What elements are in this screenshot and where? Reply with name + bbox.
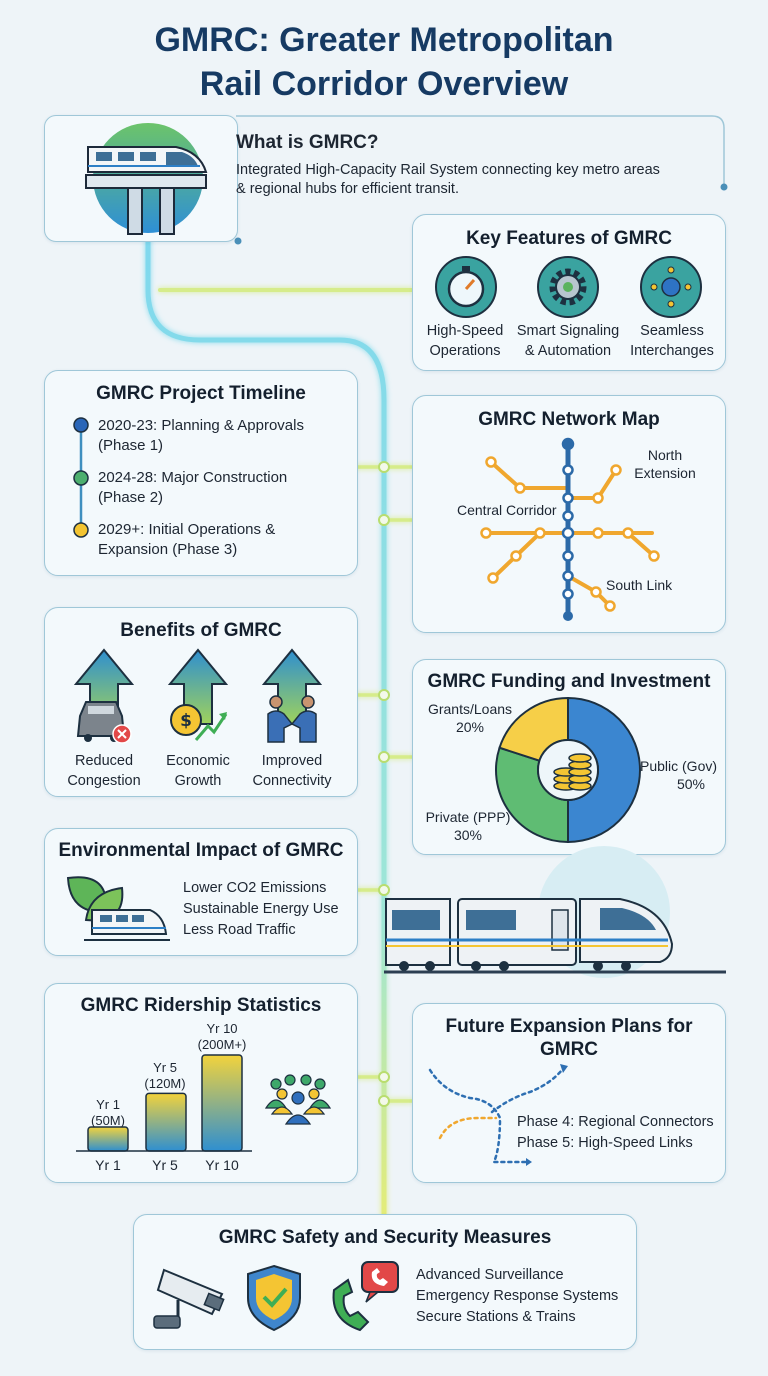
safety-title: GMRC Safety and Security Measures [218,1227,552,1248]
ridership-card: GMRC Ridership Statistics [44,983,358,1183]
environment-item-2: Sustainable Energy Use [183,901,339,917]
title-line-1: GMRC: Greater Metropolitan [154,21,614,59]
expansion-item-2: Phase 5: High-Speed Links [517,1135,693,1151]
bar-axis-1: Yr 1 [95,1157,121,1173]
what-is-card [44,115,238,242]
expansion-item-1: Phase 4: Regional Connectors [517,1114,714,1130]
what-line-2: & regional hubs for efficient transit. [236,181,459,197]
key-features-title: Key Features of GMRC [466,228,672,249]
safety-item-3: Secure Stations & Trains [416,1309,576,1325]
network-map-title: GMRC Network Map [478,409,660,430]
network-label-south: South Link [606,577,673,593]
ridership-title: GMRC Ridership Statistics [80,995,322,1016]
timeline-title: GMRC Project Timeline [96,383,306,404]
bar-label-3: Yr 10(200M+) [197,1021,247,1052]
bar-label-1: Yr 1(50M) [91,1097,125,1128]
funding-title: GMRC Funding and Investment [427,671,711,692]
title-line-2: Rail Corridor Overview [199,65,569,103]
funding-label-public: Public (Gov)50% [640,758,718,792]
feature-label-2: Smart Signaling& Automation [516,323,620,359]
bar-axis-2: Yr 5 [152,1157,178,1173]
bar-label-2: Yr 5(120M) [144,1060,186,1091]
timeline-item-1: 2020-23: Planning & Approvals(Phase 1) [98,417,304,454]
timeline-card: GMRC Project Timeline [44,370,358,576]
environment-title: Environmental Impact of GMRC [58,840,344,861]
safety-item-2: Emergency Response Systems [416,1288,619,1304]
page-title: GMRC: Greater Metropolitan Rail Corridor… [0,18,768,106]
timeline-item-2: 2024-28: Major Construction(Phase 2) [98,469,288,506]
bar-axis-3: Yr 10 [205,1157,239,1173]
what-title: What is GMRC? [236,132,379,153]
environment-item-1: Lower CO2 Emissions [183,880,327,896]
main-corridor-line [145,237,387,1218]
what-line-1: Integrated High-Capacity Rail System con… [236,162,660,178]
timeline-item-3: 2029+: Initial Operations &Expansion (Ph… [98,521,276,558]
benefits-title: Benefits of GMRC [120,620,282,641]
funding-label-private: Private (PPP)30% [425,809,511,843]
network-label-central: Central Corridor [457,502,557,518]
safety-item-1: Advanced Surveillance [416,1267,564,1283]
environment-item-3: Less Road Traffic [183,922,296,938]
